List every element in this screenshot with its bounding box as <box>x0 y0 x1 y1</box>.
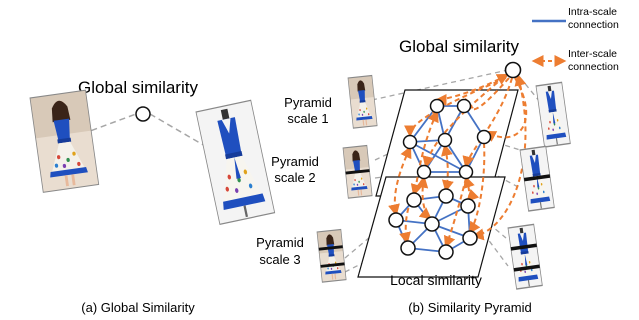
right-title: Global similarity <box>399 37 519 56</box>
left-photo-person <box>29 89 100 193</box>
scale-1-label-line1: Pyramid <box>284 95 332 110</box>
legend-inter-line2: connection <box>568 61 619 73</box>
legend: Intra-scale connection Inter-scale conne… <box>531 6 619 73</box>
scale-2-nodes <box>402 98 492 180</box>
left-panel: Global similarity (a) Global Similarity <box>29 78 276 315</box>
right-caption: (b) Similarity Pyramid <box>408 300 532 315</box>
left-global-node <box>135 106 151 122</box>
inter-scale-arrows <box>388 73 528 249</box>
local-similarity-label: Local similarity <box>390 272 482 288</box>
scale-1-photo-person <box>347 74 378 129</box>
left-title: Global similarity <box>78 78 198 97</box>
legend-intra-line2: connection <box>568 19 619 31</box>
scale-3-photo-mannequin <box>507 223 543 290</box>
legend-inter-line1: Inter-scale <box>568 48 617 60</box>
scale-1-label-line2: scale 1 <box>287 111 328 126</box>
right-panel: Global similarity Pyramid scale 1 Pyrami… <box>256 37 571 315</box>
scale-1-photo-mannequin <box>535 81 571 148</box>
scale-3-photo-person <box>316 228 347 283</box>
scale-2-label-line2: scale 2 <box>274 170 315 185</box>
legend-intra-line1: Intra-scale <box>568 6 617 18</box>
scale-3-label-line1: Pyramid <box>256 235 304 250</box>
scale-3-label-line2: scale 3 <box>259 252 300 267</box>
left-link-2 <box>149 113 213 151</box>
scale-2-photo-mannequin <box>519 145 555 212</box>
scale-2-label-line1: Pyramid <box>271 154 319 169</box>
left-caption: (a) Global Similarity <box>81 300 195 315</box>
left-photo-mannequin <box>195 99 276 225</box>
scale-3-nodes <box>388 188 478 260</box>
scale-2-photo-person <box>342 144 373 199</box>
right-global-node <box>504 61 522 79</box>
